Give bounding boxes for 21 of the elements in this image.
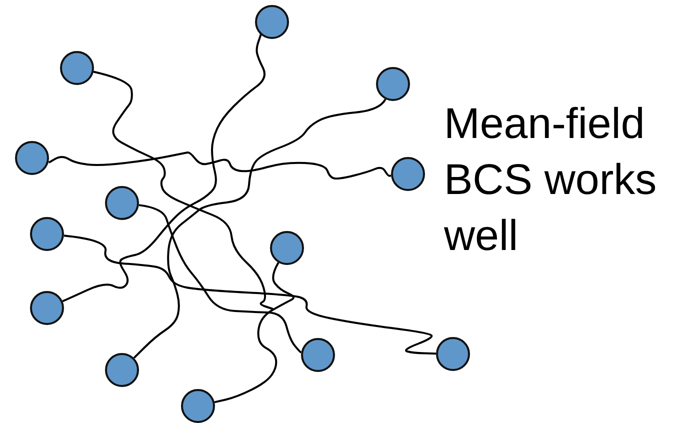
circle-node bbox=[30, 217, 64, 251]
circle-node bbox=[270, 231, 304, 265]
circle-node bbox=[301, 338, 335, 372]
wavy-line bbox=[138, 204, 302, 354]
circle-node bbox=[181, 389, 215, 423]
wavy-line bbox=[93, 70, 274, 310]
wavy-line bbox=[133, 98, 386, 359]
wavy-line bbox=[62, 34, 266, 302]
circle-node bbox=[255, 5, 289, 39]
circle-node bbox=[60, 51, 94, 85]
circle-node bbox=[105, 353, 139, 387]
circle-node bbox=[436, 337, 470, 371]
wavy-line bbox=[48, 151, 392, 180]
circle-node bbox=[376, 67, 410, 101]
wavy-line bbox=[64, 234, 436, 355]
circle-node bbox=[391, 157, 425, 191]
annotation-text: Mean-field BCS works well bbox=[444, 99, 658, 262]
circle-node bbox=[105, 186, 139, 220]
circle-node bbox=[15, 141, 49, 175]
circle-node bbox=[30, 291, 64, 325]
wavy-line bbox=[214, 262, 294, 404]
